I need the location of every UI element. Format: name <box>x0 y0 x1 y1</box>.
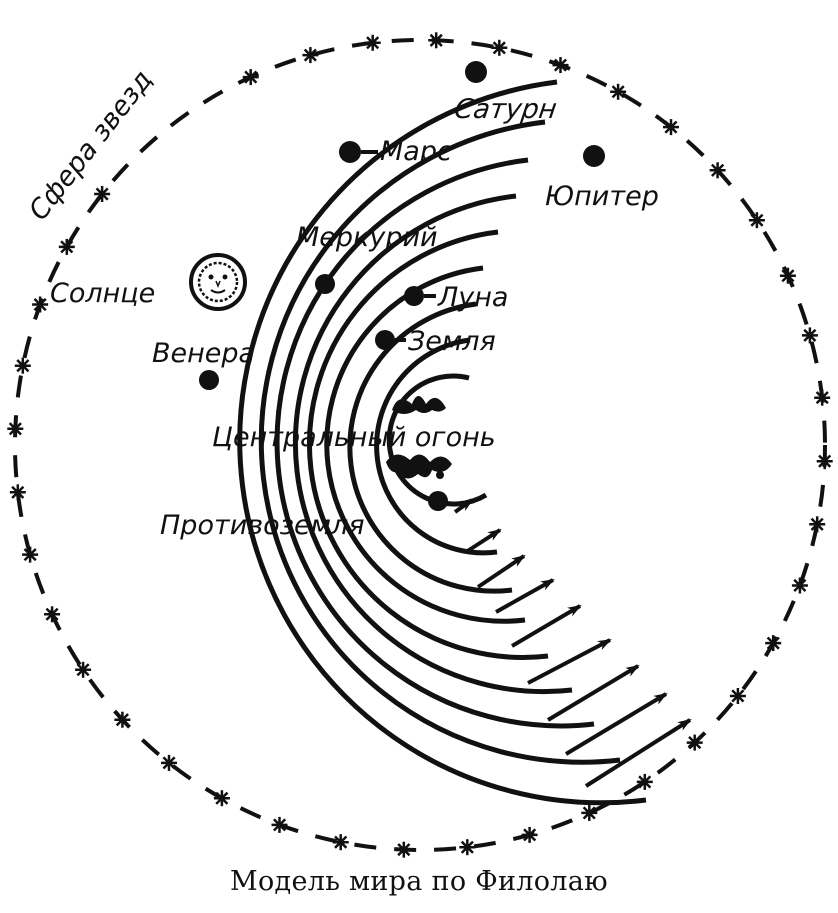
label-earth: Земля <box>408 326 496 357</box>
star-icon <box>610 83 627 100</box>
label-saturn: Сатурн <box>452 94 558 125</box>
star-icon <box>765 635 782 652</box>
star-icon <box>636 773 653 790</box>
earth-dot <box>375 330 395 350</box>
sphere-of-stars-circle <box>13 38 827 852</box>
arrow <box>476 554 526 589</box>
star-icon <box>213 790 230 807</box>
orbit-mars <box>274 157 595 729</box>
arrow <box>510 604 582 648</box>
star-icon <box>791 577 808 594</box>
star-icon <box>395 841 412 858</box>
orbit-sun <box>292 193 573 695</box>
orbit-mercury <box>324 265 526 624</box>
arrow <box>495 578 555 614</box>
star-icon <box>779 267 796 284</box>
arrow <box>527 638 612 685</box>
orbit-jupiter <box>258 119 621 765</box>
star-icon <box>521 826 538 843</box>
orbit-earth <box>374 337 498 556</box>
star-icon <box>748 212 765 229</box>
star-icon <box>801 327 818 344</box>
motion-arrows <box>453 498 692 788</box>
label-sun: Солнце <box>50 278 155 309</box>
star-icon <box>428 32 445 49</box>
arrow <box>453 498 474 514</box>
star-icon <box>22 546 39 563</box>
star-icon <box>332 834 349 851</box>
orbit-venus <box>307 229 549 660</box>
label-jupiter: Юпитер <box>545 181 659 212</box>
venus-dot <box>199 370 219 390</box>
star-icon <box>32 296 49 313</box>
sun-icon <box>189 253 247 311</box>
star-icon <box>242 69 259 86</box>
star-icon <box>814 389 831 406</box>
orbit-saturn <box>237 79 647 806</box>
leader-lines <box>361 150 436 342</box>
star-icon <box>75 661 92 678</box>
star-icon <box>686 734 703 751</box>
star-icon <box>14 357 31 374</box>
arrow <box>546 664 640 722</box>
star-icon <box>271 816 288 833</box>
star-icon <box>709 162 726 179</box>
arrow <box>464 528 502 554</box>
star-icon <box>581 804 598 821</box>
star-icon <box>161 754 177 771</box>
central-fire-symbol <box>386 396 452 479</box>
mars-dot <box>339 141 361 163</box>
star-icon <box>809 516 826 533</box>
arrow <box>584 718 692 788</box>
moon-dot <box>404 286 424 306</box>
star-icon <box>364 34 381 51</box>
orbit-moon <box>347 301 513 594</box>
orbits <box>237 79 647 806</box>
counter-earth-dot <box>428 491 448 511</box>
star-icon <box>94 186 111 202</box>
stars <box>7 32 833 858</box>
label-sphere-of-stars: Сфера звезд <box>23 65 159 227</box>
jupiter-dot <box>583 145 605 167</box>
star-icon <box>459 839 476 856</box>
label-moon: Луна <box>437 282 508 313</box>
star-icon <box>816 453 833 470</box>
figure-caption: Модель мира по Филолаю <box>230 866 608 897</box>
mercury-dot <box>315 274 335 294</box>
bodies <box>199 61 605 511</box>
label-central-fire: Центральный огонь <box>212 422 496 453</box>
star-icon <box>552 57 569 74</box>
star-icon <box>491 39 508 56</box>
saturn-dot <box>465 61 487 83</box>
label-mercury: Меркурий <box>296 222 438 253</box>
star-icon <box>44 606 61 623</box>
star-icon <box>7 420 24 437</box>
star-icon <box>9 484 26 501</box>
star-icon <box>302 47 319 64</box>
star-icon <box>114 711 131 728</box>
label-venus: Венера <box>152 338 255 369</box>
orbit-counter-earth <box>386 373 488 507</box>
star-icon <box>729 688 746 704</box>
star-icon <box>58 238 75 255</box>
arrow <box>564 692 668 756</box>
label-counter-earth: Противоземля <box>160 510 365 541</box>
label-mars: Марс <box>380 136 452 167</box>
star-icon <box>663 119 679 136</box>
